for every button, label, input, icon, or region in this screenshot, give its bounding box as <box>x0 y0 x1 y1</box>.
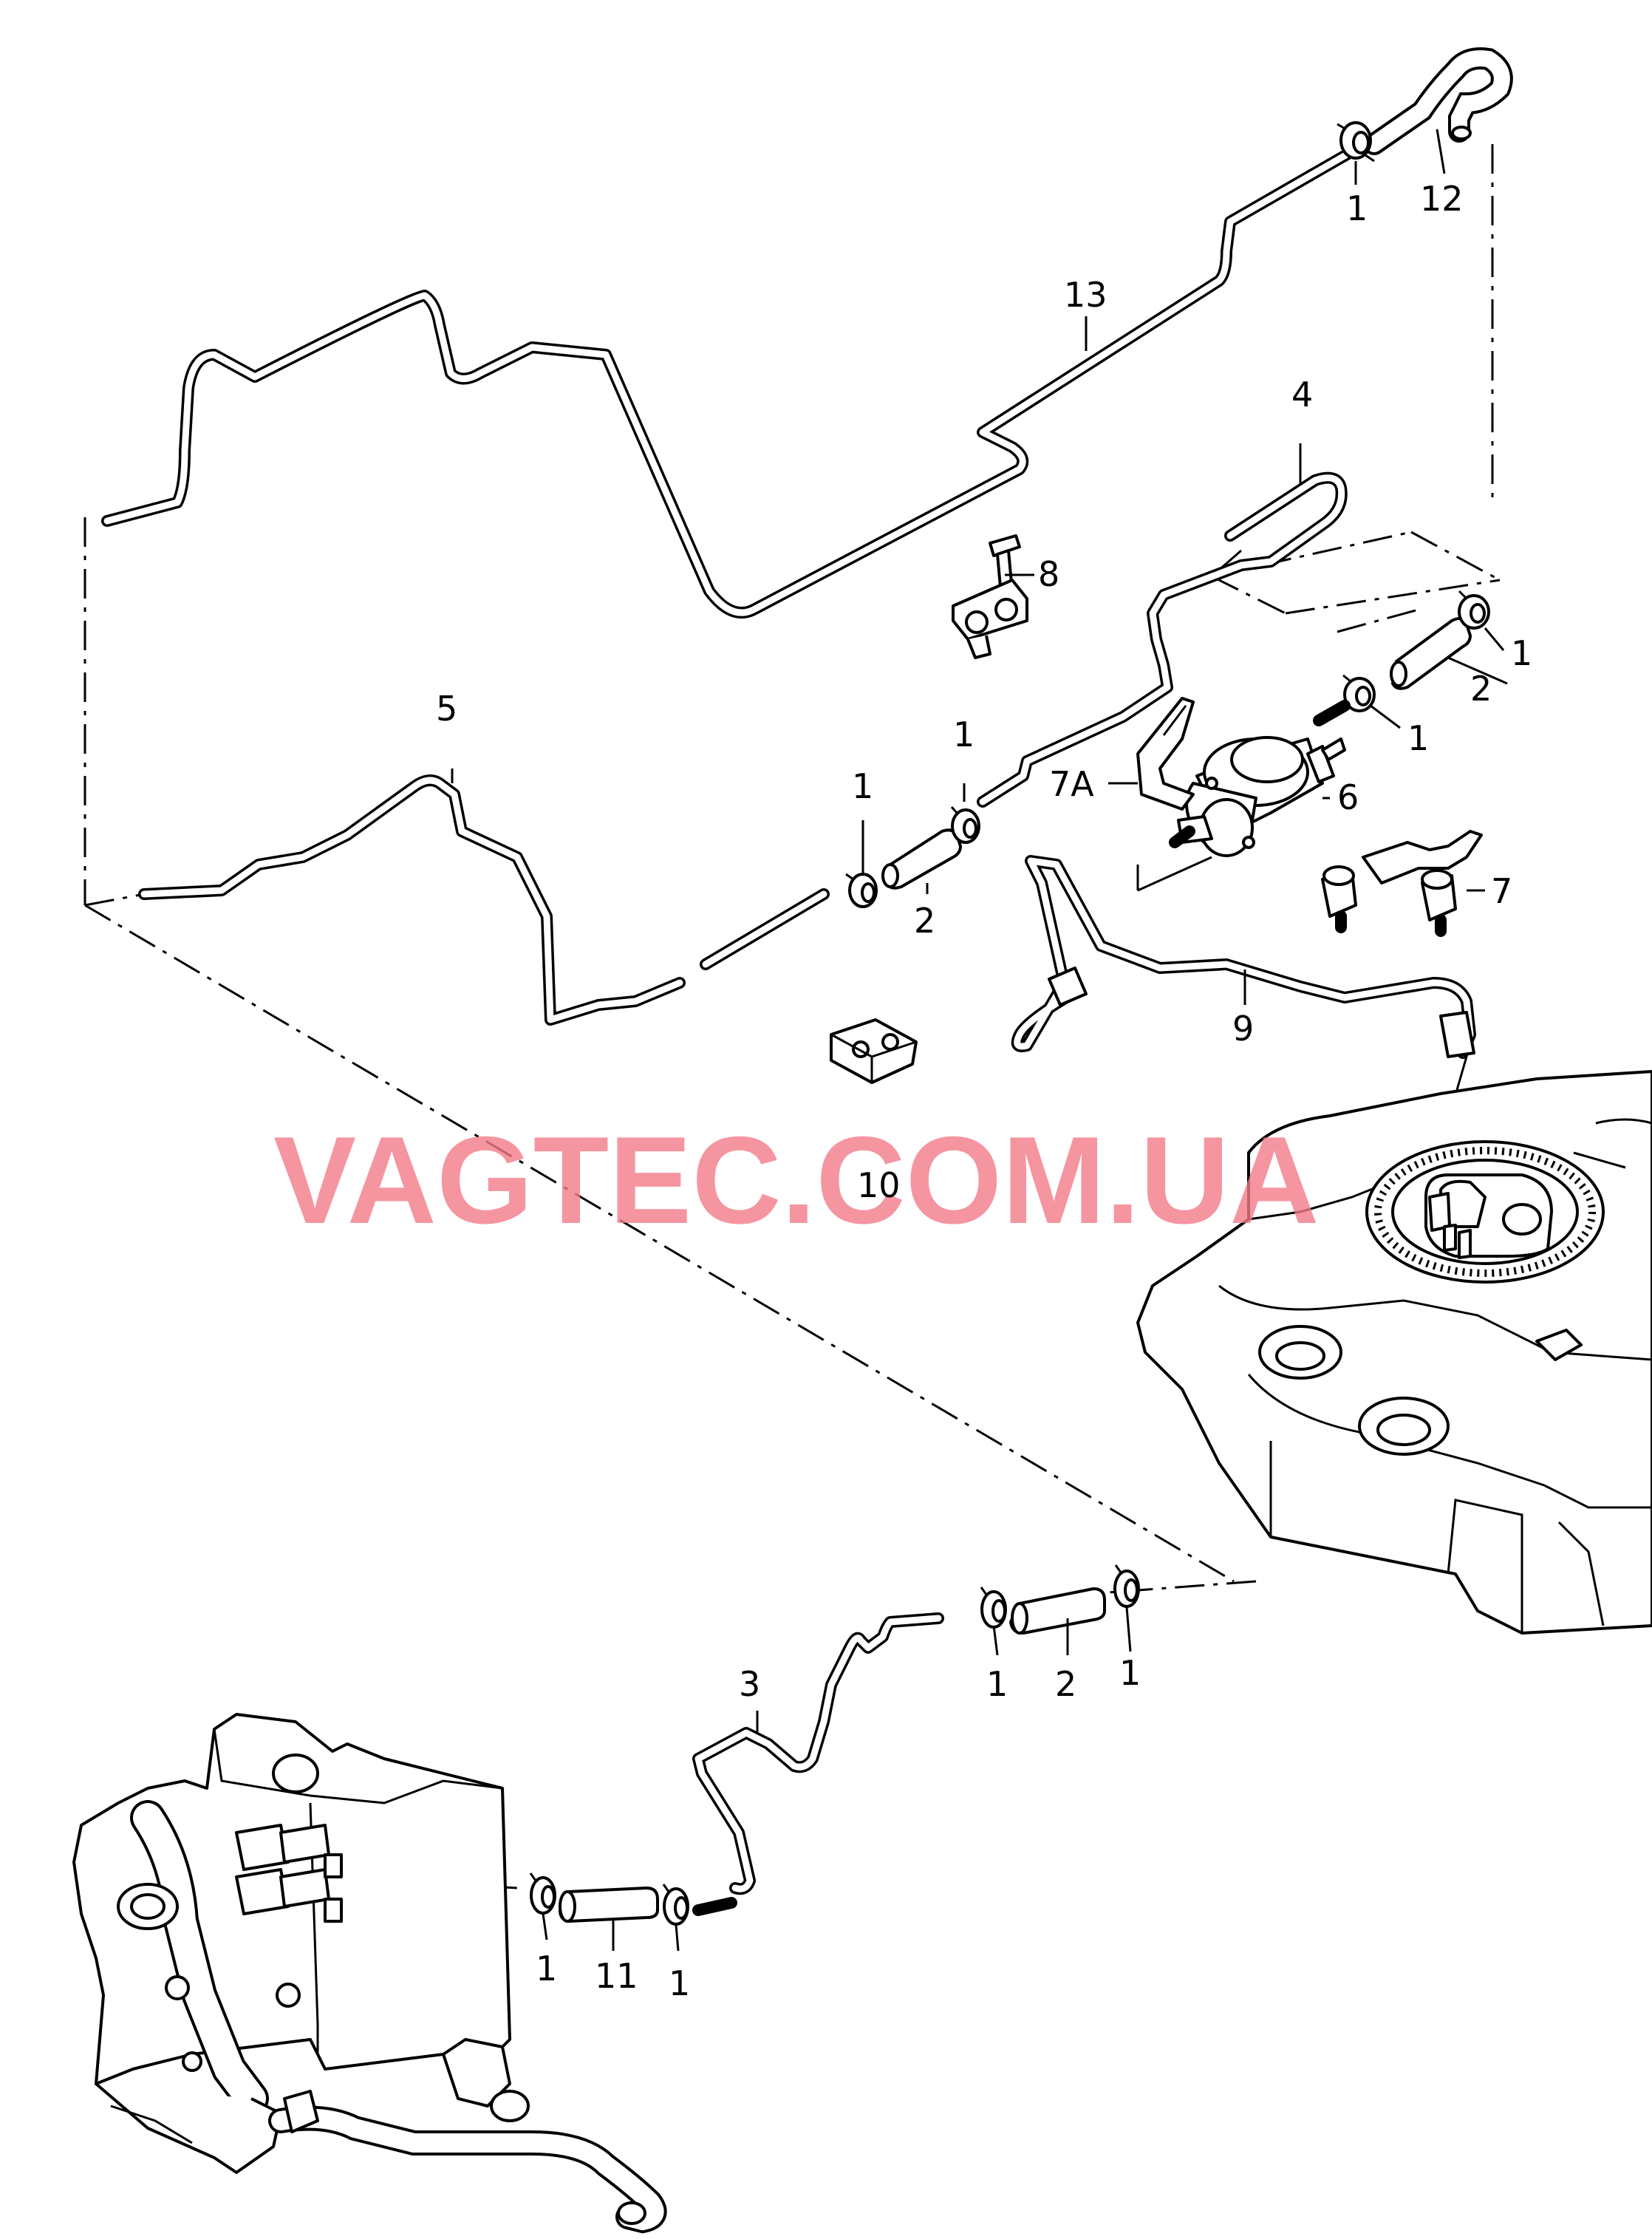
stub-pipe <box>1313 700 1351 726</box>
callout-2: 2 <box>914 901 935 941</box>
callout-1: 1 <box>953 715 975 754</box>
auxiliary-heater <box>72 1713 667 2234</box>
callout-12: 12 <box>1420 179 1464 219</box>
reference-lines <box>83 144 1501 1889</box>
clip-10 <box>830 1018 918 1084</box>
hose-clamp-lower-b <box>1113 1564 1140 1608</box>
callout-1: 1 <box>1346 188 1368 228</box>
callout-1: 1 <box>1511 633 1532 673</box>
callout-1: 1 <box>536 1949 557 1988</box>
hose-clamp-1-top <box>1337 121 1375 163</box>
pipe-9 <box>1011 855 1476 1198</box>
hose-2-middle <box>881 828 962 890</box>
callout-9: 9 <box>1232 1009 1254 1049</box>
callout-7: 7 <box>1491 871 1512 911</box>
hose-clamp-lower-a <box>980 1587 1007 1629</box>
watermark: VAGTEC.COM.UA <box>273 1111 1320 1250</box>
callout-1: 1 <box>986 1664 1008 1704</box>
callout-6: 6 <box>1337 777 1359 817</box>
hose-clamp-11-left <box>529 1872 556 1915</box>
callout-10: 10 <box>857 1165 901 1205</box>
callout-labels: 1 12 13 4 8 1 2 1 1 7A 6 5 1 2 1 7 9 10 … <box>436 179 1532 2003</box>
callout-2: 2 <box>1470 669 1492 709</box>
callout-4: 4 <box>1291 375 1313 415</box>
callout-1: 1 <box>669 1963 690 2003</box>
hose-clamp-middle-a <box>845 873 878 908</box>
pipe-13 <box>101 146 1358 618</box>
valve-6 <box>1137 736 1346 892</box>
pipe-5 <box>138 774 830 1026</box>
hose-11 <box>559 1887 659 1923</box>
callout-8: 8 <box>1038 554 1059 594</box>
hose-clamp-middle-b <box>950 806 980 844</box>
pipe-4 <box>977 443 1348 808</box>
callout-1: 1 <box>1119 1653 1141 1693</box>
bracket-7 <box>1321 830 1483 937</box>
hose-2-right <box>1390 616 1472 690</box>
hose-clamp-11-right <box>662 1884 689 1926</box>
pipe-3 <box>692 1612 944 1895</box>
stub-pipe-lower <box>692 1897 737 1916</box>
callout-13: 13 <box>1064 275 1107 315</box>
clip-8 <box>952 534 1028 659</box>
hose-2-lower <box>1009 1587 1106 1635</box>
callout-3: 3 <box>739 1664 760 1704</box>
hose-clamp-right-b <box>1342 674 1376 712</box>
hose-clamp-right-a <box>1458 590 1490 630</box>
callout-11: 11 <box>595 1956 638 1996</box>
callout-5: 5 <box>436 689 457 729</box>
fuel-tank <box>1136 1070 1652 1635</box>
callout-2: 2 <box>1055 1664 1076 1704</box>
pipe-12 <box>1363 47 1513 155</box>
bracket-7A <box>1136 697 1195 811</box>
callout-leaders <box>451 129 1508 1952</box>
callout-7A: 7A <box>1049 764 1094 804</box>
callout-1: 1 <box>852 766 873 806</box>
callout-1: 1 <box>1407 718 1429 758</box>
